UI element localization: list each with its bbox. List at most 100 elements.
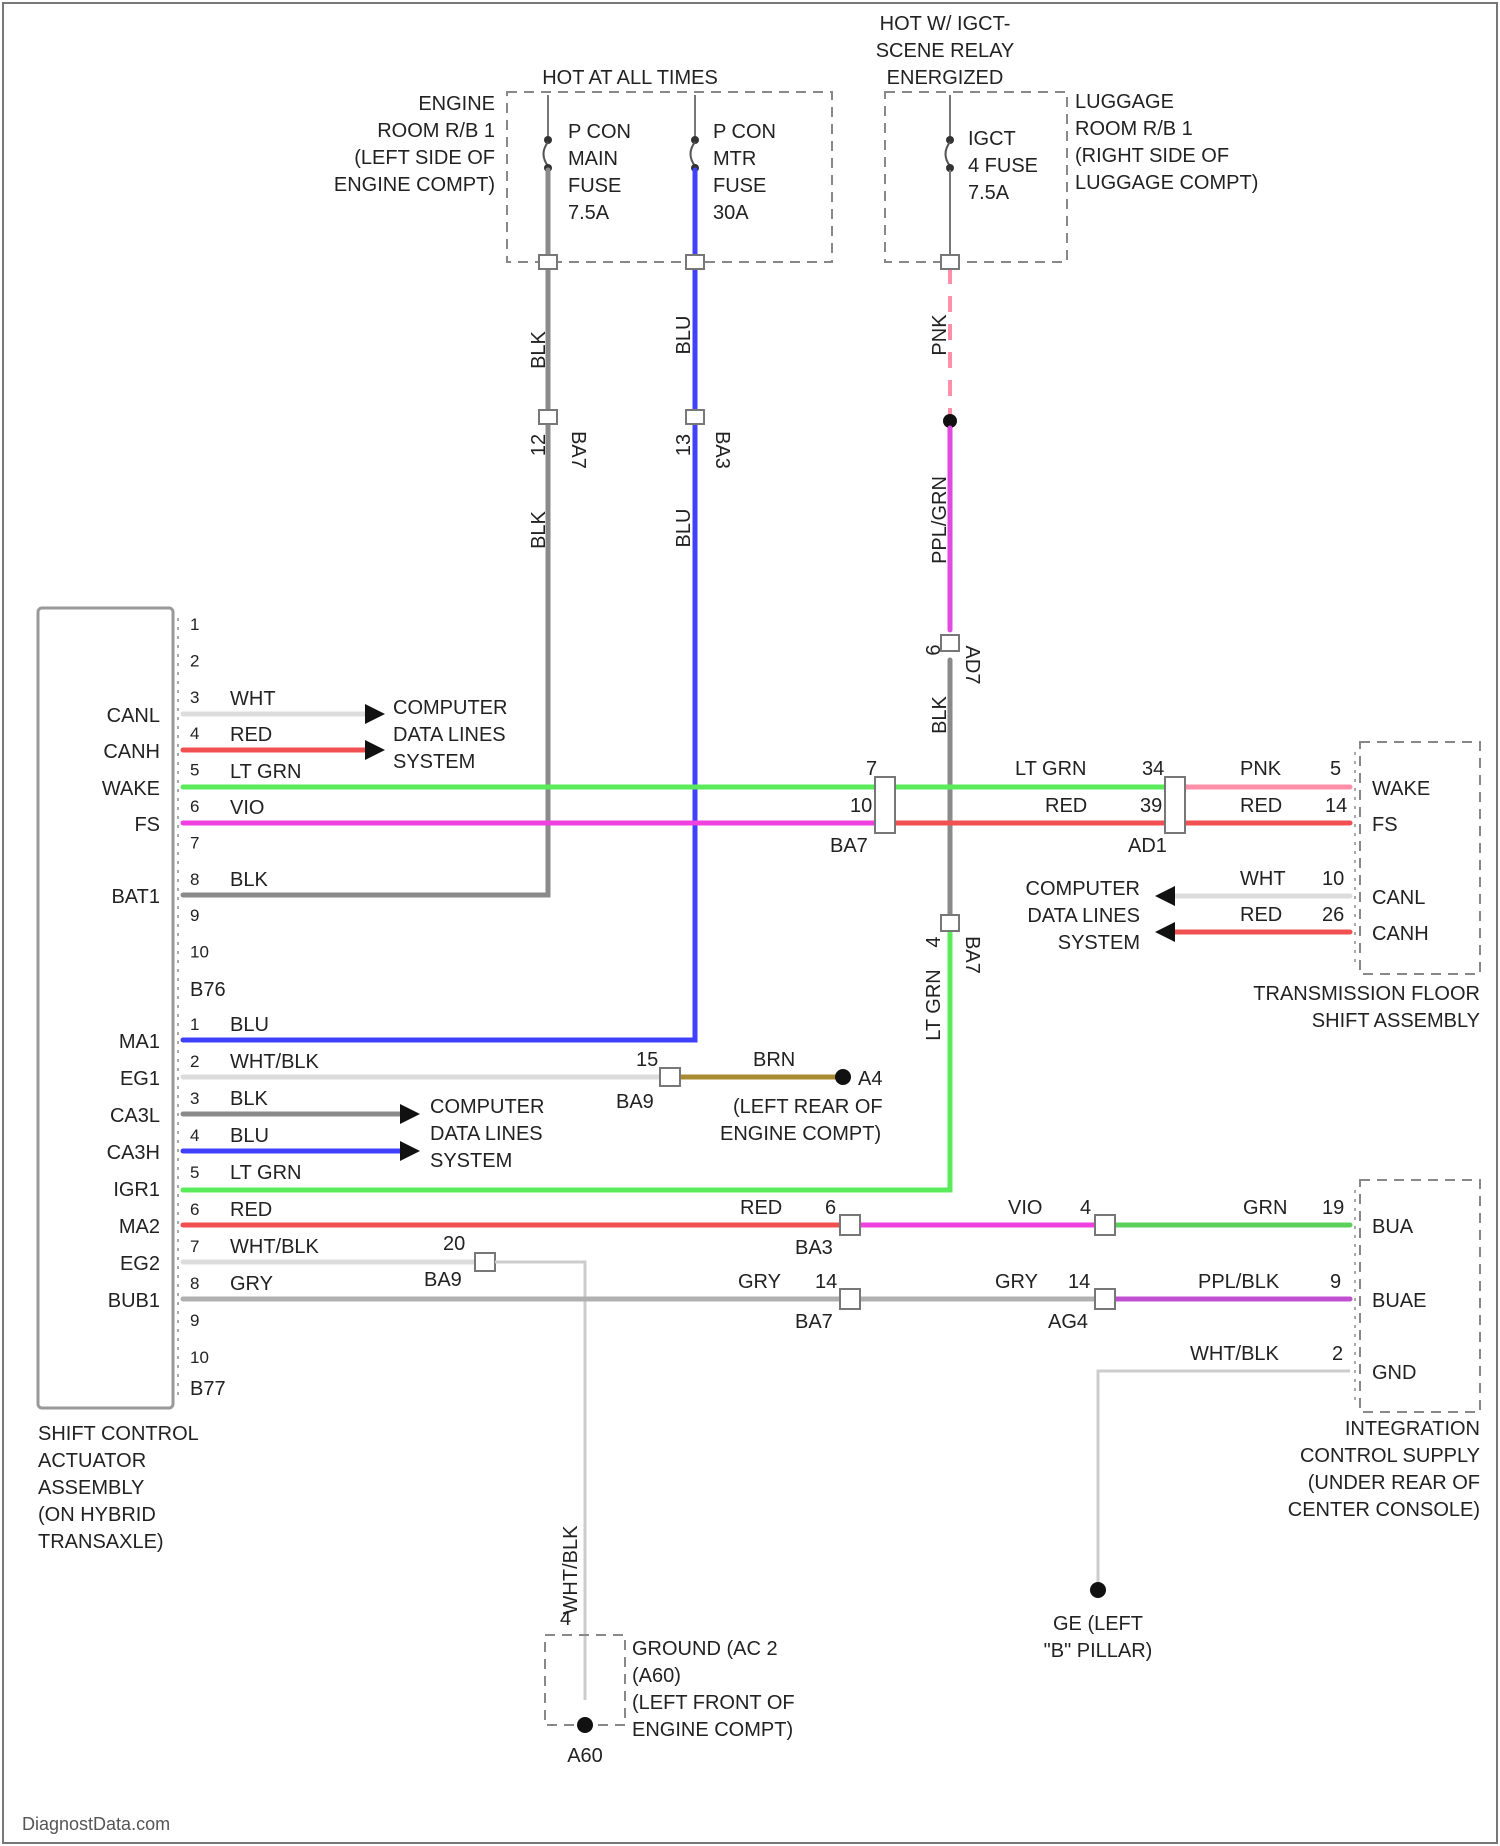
- label-ca3h: CA3H: [107, 1142, 160, 1164]
- ground-point: [835, 1069, 851, 1085]
- luggage-rb-line3: (RIGHT SIDE OF: [1075, 145, 1229, 167]
- int-name-2: CONTROL SUPPLY: [1300, 1445, 1480, 1467]
- w2-conn: BA3: [711, 431, 733, 469]
- wake-color-3: PNK: [1240, 758, 1282, 780]
- bub-pin-3: 14: [1068, 1271, 1090, 1293]
- ca3l-color: BLK: [230, 1088, 268, 1110]
- connector: [840, 1215, 860, 1235]
- ground-point: [1090, 1582, 1106, 1598]
- fuse1-l3: FUSE: [568, 175, 621, 197]
- int-name-3: (UNDER REAR OF: [1308, 1472, 1480, 1494]
- ma2-color-2: RED: [740, 1197, 782, 1219]
- comp2-lines-1: COMPUTER: [430, 1096, 544, 1118]
- connector: [1165, 777, 1185, 833]
- actuator-pin-number: 3: [190, 688, 199, 707]
- wake-color-2: LT GRN: [1015, 758, 1087, 780]
- actuator-pin-number: 3: [190, 1089, 199, 1108]
- comp2-lines-2: DATA LINES: [430, 1123, 543, 1145]
- fs-pin: 10: [850, 795, 872, 817]
- luggage-rb-box: [885, 92, 1067, 262]
- engine-rb-box: [507, 92, 832, 262]
- connector: [840, 1289, 860, 1309]
- actuator-name-4: (ON HYBRID: [38, 1504, 156, 1526]
- connector: [875, 777, 895, 833]
- comp2-lines-3: SYSTEM: [430, 1150, 512, 1172]
- hot-at-all-times-label: HOT AT ALL TIMES: [542, 67, 718, 89]
- ground-ac-l2: (A60): [632, 1665, 681, 1687]
- actuator-pin-number: 5: [190, 1163, 199, 1182]
- floor-shift-name-1: TRANSMISSION FLOOR: [1253, 983, 1480, 1005]
- wake-color: LT GRN: [230, 761, 302, 783]
- bub-conn: BA7: [795, 1311, 833, 1333]
- ca3h-color: BLU: [230, 1125, 269, 1147]
- actuator-box: [38, 608, 173, 1408]
- w4-color: LT GRN: [923, 969, 945, 1041]
- actuator-pin-number: 4: [190, 1126, 199, 1145]
- ma2-pin-3: 4: [1080, 1197, 1091, 1219]
- arrow-icon: [365, 740, 385, 760]
- actuator-pin-number: 2: [190, 1052, 199, 1071]
- engine-rb-line4: ENGINE COMPT): [334, 174, 495, 196]
- luggage-rb-line1: LUGGAGE: [1075, 91, 1174, 113]
- igr1-color: LT GRN: [230, 1162, 302, 1184]
- comp-lines-1: COMPUTER: [393, 697, 507, 719]
- engine-rb-line3: (LEFT SIDE OF: [354, 147, 495, 169]
- label-canh: CANH: [103, 741, 160, 763]
- eg1-color: WHT/BLK: [230, 1051, 320, 1073]
- hot-relay-line2: SCENE RELAY: [876, 40, 1015, 62]
- bub-color-2: GRY: [738, 1271, 781, 1293]
- fuse1-l4: 7.5A: [568, 202, 610, 224]
- actuator-pin-number: 7: [190, 833, 199, 852]
- actuator-name-2: ACTUATOR: [38, 1450, 146, 1472]
- ground-ac-pin: 4: [560, 1608, 571, 1630]
- arrow-icon: [1155, 922, 1175, 942]
- gnd-color: WHT/BLK: [1190, 1343, 1280, 1365]
- hot-relay-line3: ENERGIZED: [887, 67, 1004, 89]
- w3-low-pin: 4: [923, 936, 945, 947]
- arrow-icon: [1155, 886, 1175, 906]
- eg2-pin: 20: [443, 1233, 465, 1255]
- actuator-pin-number: 7: [190, 1237, 199, 1256]
- fuse2-l1: P CON: [713, 121, 776, 143]
- bub-pin-4: 9: [1330, 1271, 1341, 1293]
- w3-conn: AD7: [961, 646, 983, 685]
- arrow-icon: [365, 704, 385, 724]
- eg1-brn: BRN: [753, 1049, 795, 1071]
- int-name-4: CENTER CONSOLE): [1288, 1499, 1480, 1521]
- fs-canh-color: RED: [1240, 904, 1282, 926]
- conn-b77: B77: [190, 1378, 226, 1400]
- label-bub1: BUB1: [108, 1290, 160, 1312]
- actuator-pin-number: 2: [190, 651, 199, 670]
- label-eg2: EG2: [120, 1253, 160, 1275]
- label-ma1: MA1: [119, 1031, 160, 1053]
- bub-color-4: PPL/BLK: [1198, 1271, 1280, 1293]
- w3-low-conn: BA7: [961, 936, 983, 974]
- bub1-color: GRY: [230, 1273, 273, 1295]
- actuator-pin-number: 6: [190, 797, 199, 816]
- w2-color: BLU: [673, 316, 695, 355]
- actuator-pin-number: 8: [190, 1274, 199, 1293]
- ground-ac-l3: (LEFT FRONT OF: [632, 1692, 795, 1714]
- fuse2-l4: 30A: [713, 202, 749, 224]
- actuator-pin-number: 4: [190, 724, 199, 743]
- fs-color: VIO: [230, 797, 264, 819]
- eg2-color: WHT/BLK: [230, 1236, 320, 1258]
- bub-color-3: GRY: [995, 1271, 1038, 1293]
- w1-color-2: BLK: [528, 510, 550, 548]
- ma2-color-4: GRN: [1243, 1197, 1287, 1219]
- label-eg1: EG1: [120, 1068, 160, 1090]
- canl-color: WHT: [230, 688, 276, 710]
- floor-shift-name-2: SHIFT ASSEMBLY: [1312, 1010, 1480, 1032]
- label-ca3l: CA3L: [110, 1105, 160, 1127]
- fs-pin-canl: CANL: [1372, 887, 1425, 909]
- hot-relay-line1: HOT W/ IGCT-: [880, 13, 1011, 35]
- fs-pin-2: 39: [1140, 795, 1162, 817]
- fs-pin-wake: WAKE: [1372, 778, 1430, 800]
- watermark: DiagnostData.com: [22, 1814, 170, 1834]
- ge-label-2: "B" PILLAR): [1044, 1640, 1153, 1662]
- wire-blu-ma1: [183, 170, 695, 1040]
- actuator-pin-number: 5: [190, 761, 199, 780]
- w2-pin: 13: [673, 434, 695, 456]
- connector: [475, 1253, 495, 1271]
